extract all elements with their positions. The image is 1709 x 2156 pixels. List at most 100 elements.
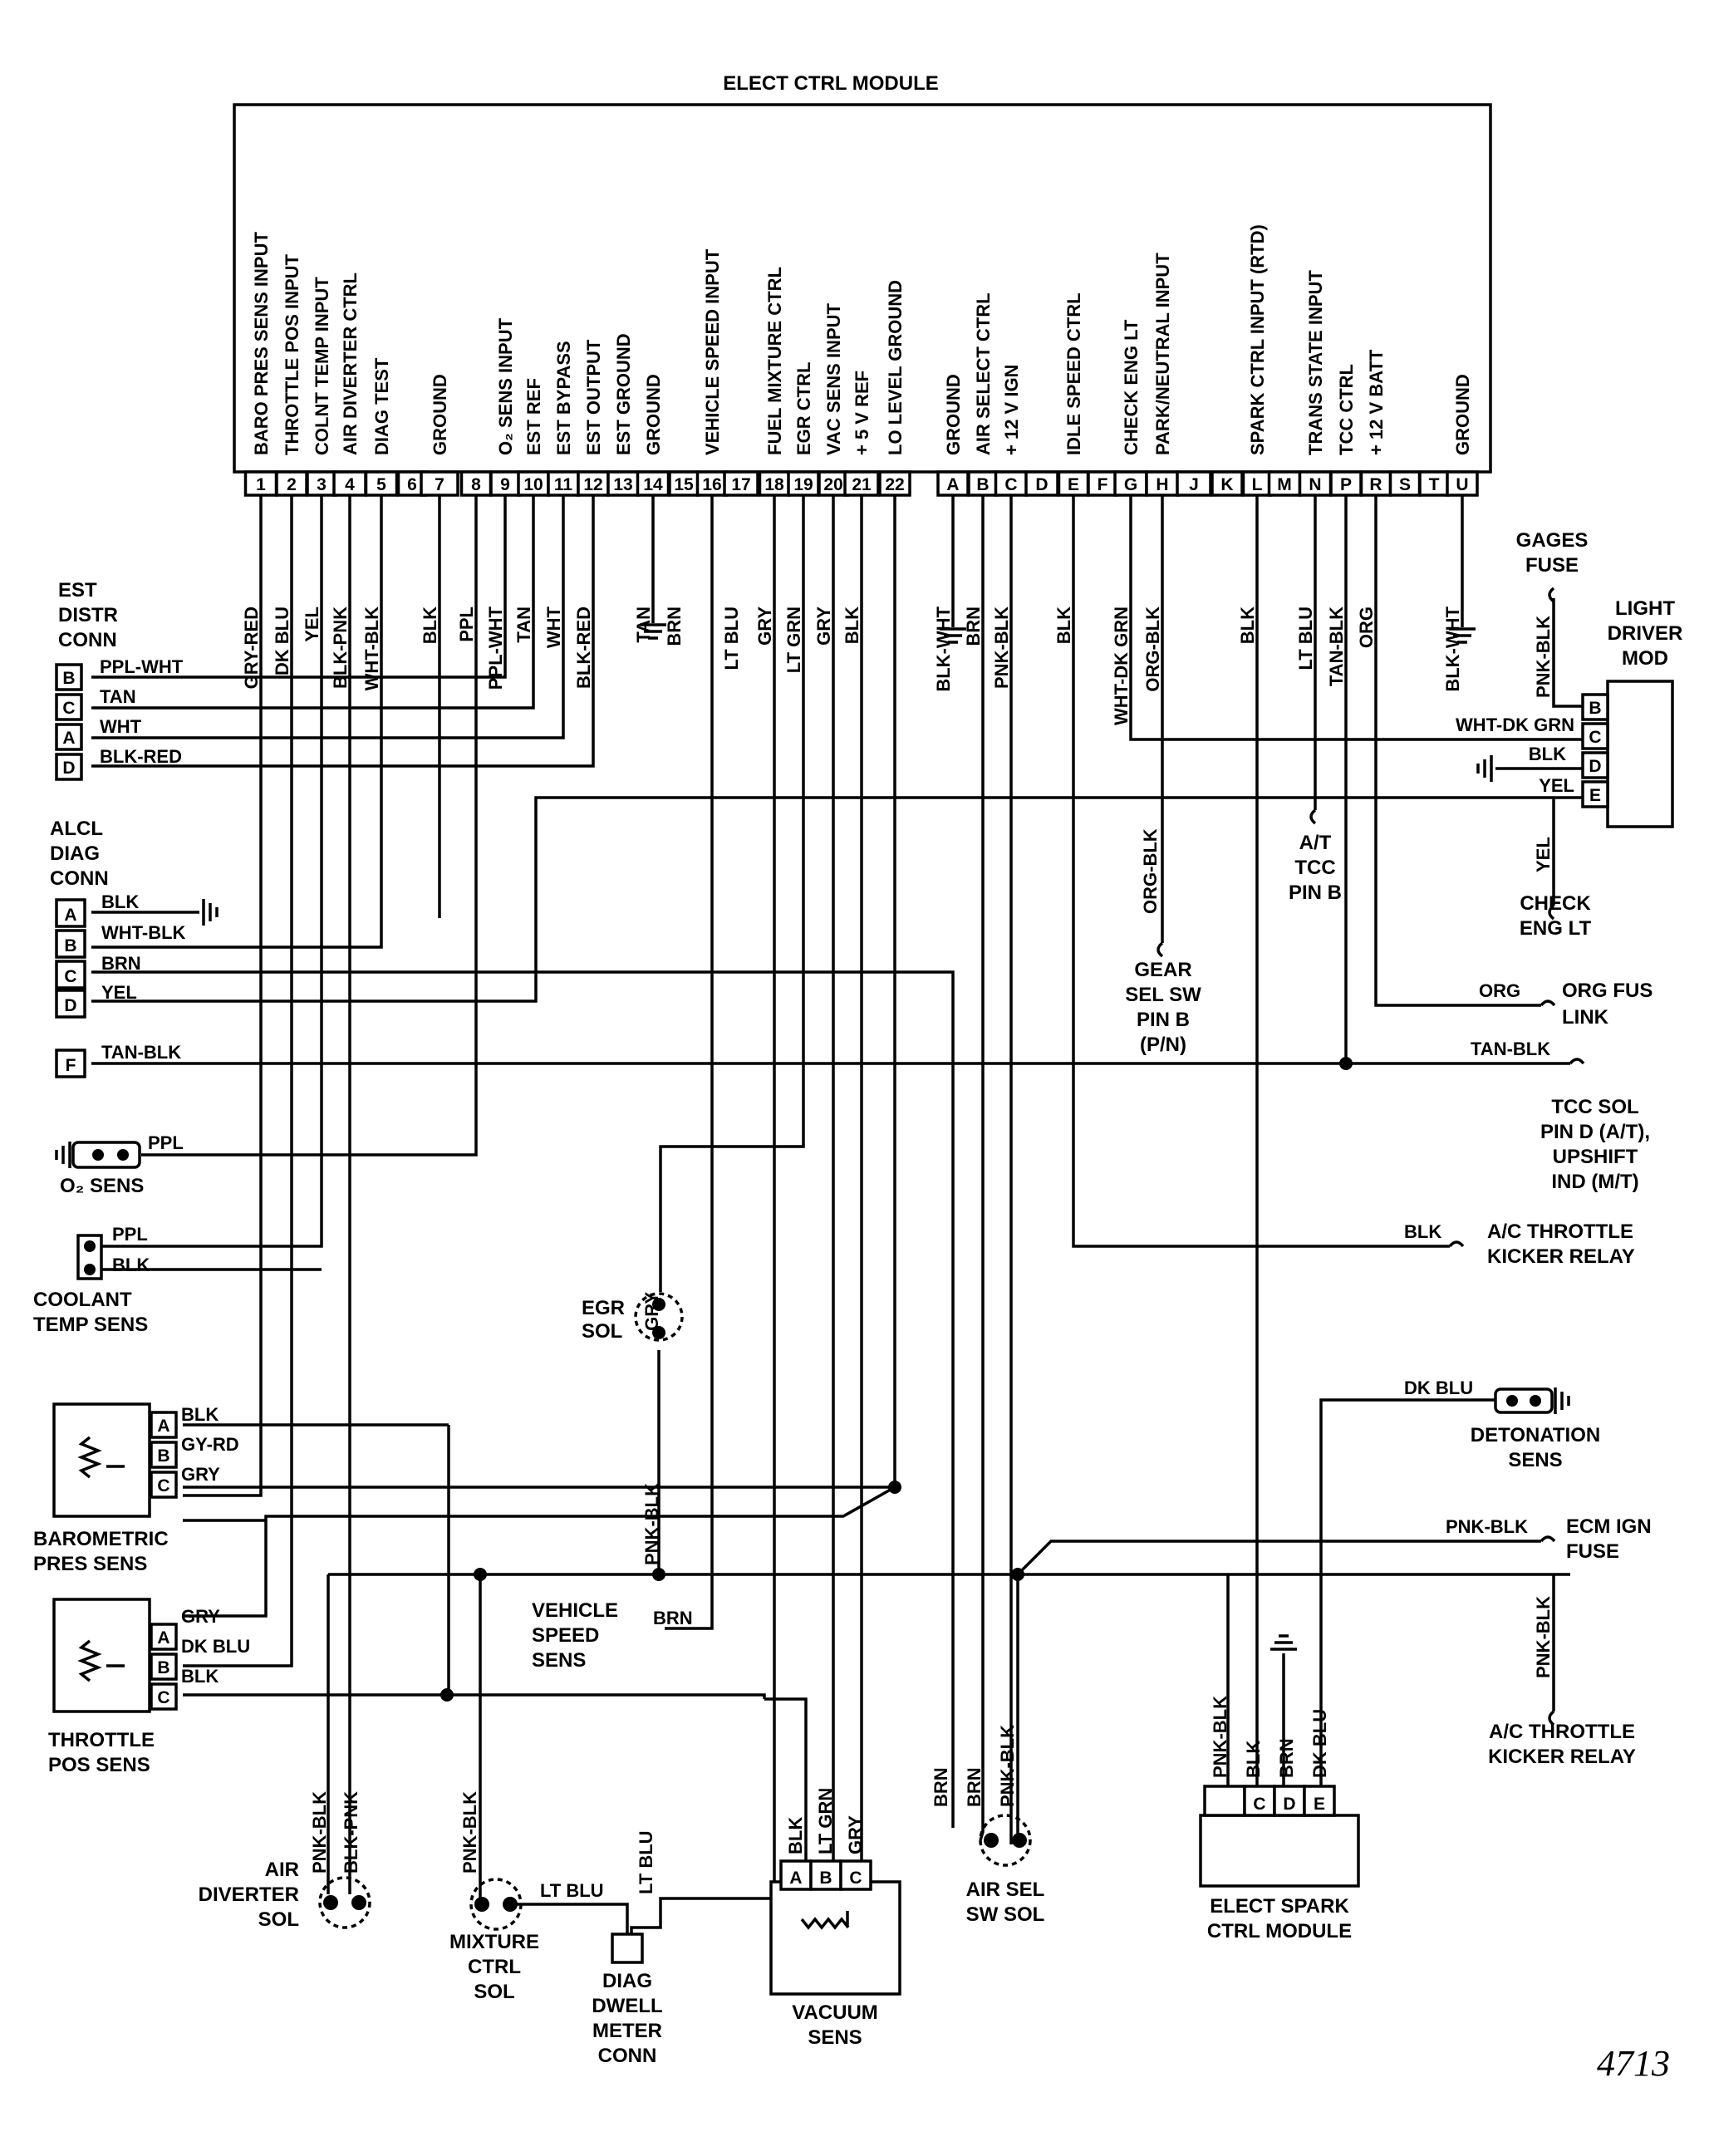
o2-ground	[55, 1142, 71, 1168]
throttle-wire-1: GRY	[181, 1606, 220, 1627]
wire-gages-fuse	[1552, 598, 1599, 708]
wire-throttle-blk	[183, 1693, 766, 1699]
air-sel-wire-3: PNK-BLK	[997, 1725, 1018, 1807]
throttle-pin-C-box	[150, 1682, 178, 1711]
alcl-wire-3: BRN	[101, 953, 141, 974]
baro-pin-C-box	[150, 1471, 178, 1499]
est-conn-pin-B-label: B	[62, 669, 75, 688]
det-title-line-1: DETONATION	[1471, 1424, 1600, 1446]
ac-relay-2-title-line-1: A/C THROTTLE	[1489, 1721, 1635, 1743]
ecm-pin-12-function: EST OUTPUT	[583, 339, 604, 455]
air-sel-body	[979, 1814, 1032, 1867]
est-conn-pin-C-box	[55, 693, 83, 721]
tcc-sol-title-line-2: PIN D (A/T),	[1540, 1121, 1650, 1143]
ecm-pin-10-wire-color: TAN	[513, 607, 534, 643]
at-tcc-symbol	[1309, 808, 1317, 825]
alcl-pin-B-box	[55, 929, 86, 959]
wires	[91, 495, 1599, 1944]
ecm-pin-H-wire-color: ORG-BLK	[1142, 607, 1163, 692]
air-sel-wire-1: BRN	[931, 1767, 951, 1807]
vac-pin-A-label: A	[789, 1869, 802, 1888]
ecm-pin-R-number: R	[1369, 475, 1382, 494]
wire-pnk-blk-ecm-fuse	[1016, 1540, 1541, 1576]
at-tcc-title-line-2: TCC	[1294, 857, 1335, 879]
ecm-pin-2-function: THROTTLE POS INPUT	[282, 253, 302, 455]
vac-title-line-2: SENS	[808, 2026, 862, 2049]
alcl-pin-C-box	[55, 960, 86, 990]
ground-14-bars	[640, 623, 666, 640]
vss-title-line-2: SPEED	[532, 1624, 599, 1647]
ecm-pin-11-number: 11	[554, 475, 573, 494]
ecm-pin-D-box	[1024, 470, 1059, 497]
baro-pin-A-label: A	[157, 1417, 169, 1436]
wire-alcl-brn	[91, 970, 955, 1828]
light-driver-pin-E-label: E	[1589, 786, 1601, 805]
ecm-fuse-symbol	[1540, 1535, 1556, 1543]
air-div-title-line-2: DIVERTER	[199, 1883, 299, 1906]
ecm-pin-P-box	[1329, 470, 1363, 497]
org-fus-title-line-2: LINK	[1562, 1006, 1609, 1029]
ecm-pin-8-wire-color: PPL	[456, 607, 477, 642]
ecm-pin-17-wire-color: LT BLU	[721, 607, 742, 670]
dwell-title-line-2: DWELL	[592, 1995, 662, 2017]
vac-resistor	[800, 1911, 850, 1930]
ecm-pin-J-box	[1176, 470, 1212, 497]
ecm-pin-F-number: F	[1098, 475, 1108, 494]
ecm-fuse-wire: PNK-BLK	[1446, 1516, 1528, 1537]
light-driver-wire-3: YEL	[1539, 775, 1574, 796]
o2-label: O₂ SENS	[60, 1175, 144, 1197]
wire-gry-egr	[659, 495, 805, 1292]
esc-wire-1: PNK-BLK	[1210, 1696, 1230, 1778]
vac-title-line-1: VACUUM	[792, 2001, 878, 2024]
wire-blk-red	[91, 495, 595, 768]
ground-alcl-bars	[202, 899, 219, 926]
ecm-pin-17-number: 17	[731, 475, 750, 494]
esc-wire-2: BLK	[1243, 1741, 1264, 1778]
esc-title-line-1: ELECT SPARK	[1210, 1895, 1349, 1918]
est-conn-wire-3: WHT	[100, 716, 142, 737]
alcl-title-line-2: DIAG	[50, 842, 100, 865]
air-div-title-line-1: AIR	[265, 1859, 299, 1881]
ground-esc-bars	[1270, 1634, 1297, 1651]
ecm-pin-18-number: 18	[764, 475, 784, 494]
esc-title-line-2: CTRL MODULE	[1207, 1920, 1352, 1942]
ground-A-bars	[940, 627, 966, 644]
gages-title-line-2: FUSE	[1525, 554, 1579, 577]
check-eng-title-line-1: CHECK	[1520, 892, 1591, 915]
gear-sel-symbol	[1157, 941, 1164, 958]
est-conn-pin-D-label: D	[62, 759, 75, 778]
ecm-pin-R-function: + 12 V BATT	[1366, 349, 1387, 455]
ecm-pin-P-number: P	[1340, 475, 1352, 494]
ecm-pin-9-wire-color: PPL-WHT	[485, 606, 506, 690]
baro-pin-C-label: C	[157, 1476, 169, 1495]
ecm-pin-20-wire-color: GRY	[813, 607, 834, 646]
vac-pin-B-box	[809, 1859, 842, 1891]
baro-wire-1: BLK	[181, 1404, 219, 1425]
ecm-pin-S-box	[1388, 470, 1422, 497]
throttle-wire-2: DK BLU	[181, 1636, 250, 1657]
ecm-pin-19-function: EGR CTRL	[793, 362, 814, 455]
esc-pin-E-label: E	[1314, 1795, 1325, 1814]
coolant-wire-2: BLK	[112, 1255, 150, 1275]
light-driver-title-line-3: MOD	[1622, 647, 1668, 670]
ecm-fuse-title-line-2: FUSE	[1566, 1540, 1619, 1563]
baro-title-line-1: BAROMETRIC	[33, 1528, 169, 1550]
ecm-pin-C-wire-color: PNK-BLK	[991, 607, 1012, 689]
tcc-sol-title-line-3: UPSHIFT	[1553, 1146, 1638, 1168]
vss-title-line-1: VEHICLE	[532, 1599, 618, 1622]
air-sel-wire-2: BRN	[964, 1767, 985, 1807]
ground-alcl	[202, 899, 219, 926]
ecm-pin-L-number: L	[1252, 475, 1263, 494]
tcc-sol-symbol	[1569, 1058, 1585, 1065]
ecm-pin-4-function: AIR DIVERTER CTRL	[340, 273, 361, 455]
wire-tan	[91, 495, 535, 710]
baro-wire-2: GY-RD	[181, 1434, 239, 1455]
baro-pin-A-box	[150, 1411, 178, 1439]
dwell-title-line-4: CONN	[598, 2045, 657, 2067]
esc-wire-3: BRN	[1276, 1738, 1297, 1778]
esc-pin-D-label: D	[1283, 1795, 1295, 1814]
wire-org	[1374, 495, 1541, 1007]
ecm-pin-10-function: EST REF	[523, 378, 544, 455]
det-wire: DK BLU	[1404, 1378, 1473, 1398]
throttle-title-line-1: THROTTLE	[48, 1729, 155, 1751]
